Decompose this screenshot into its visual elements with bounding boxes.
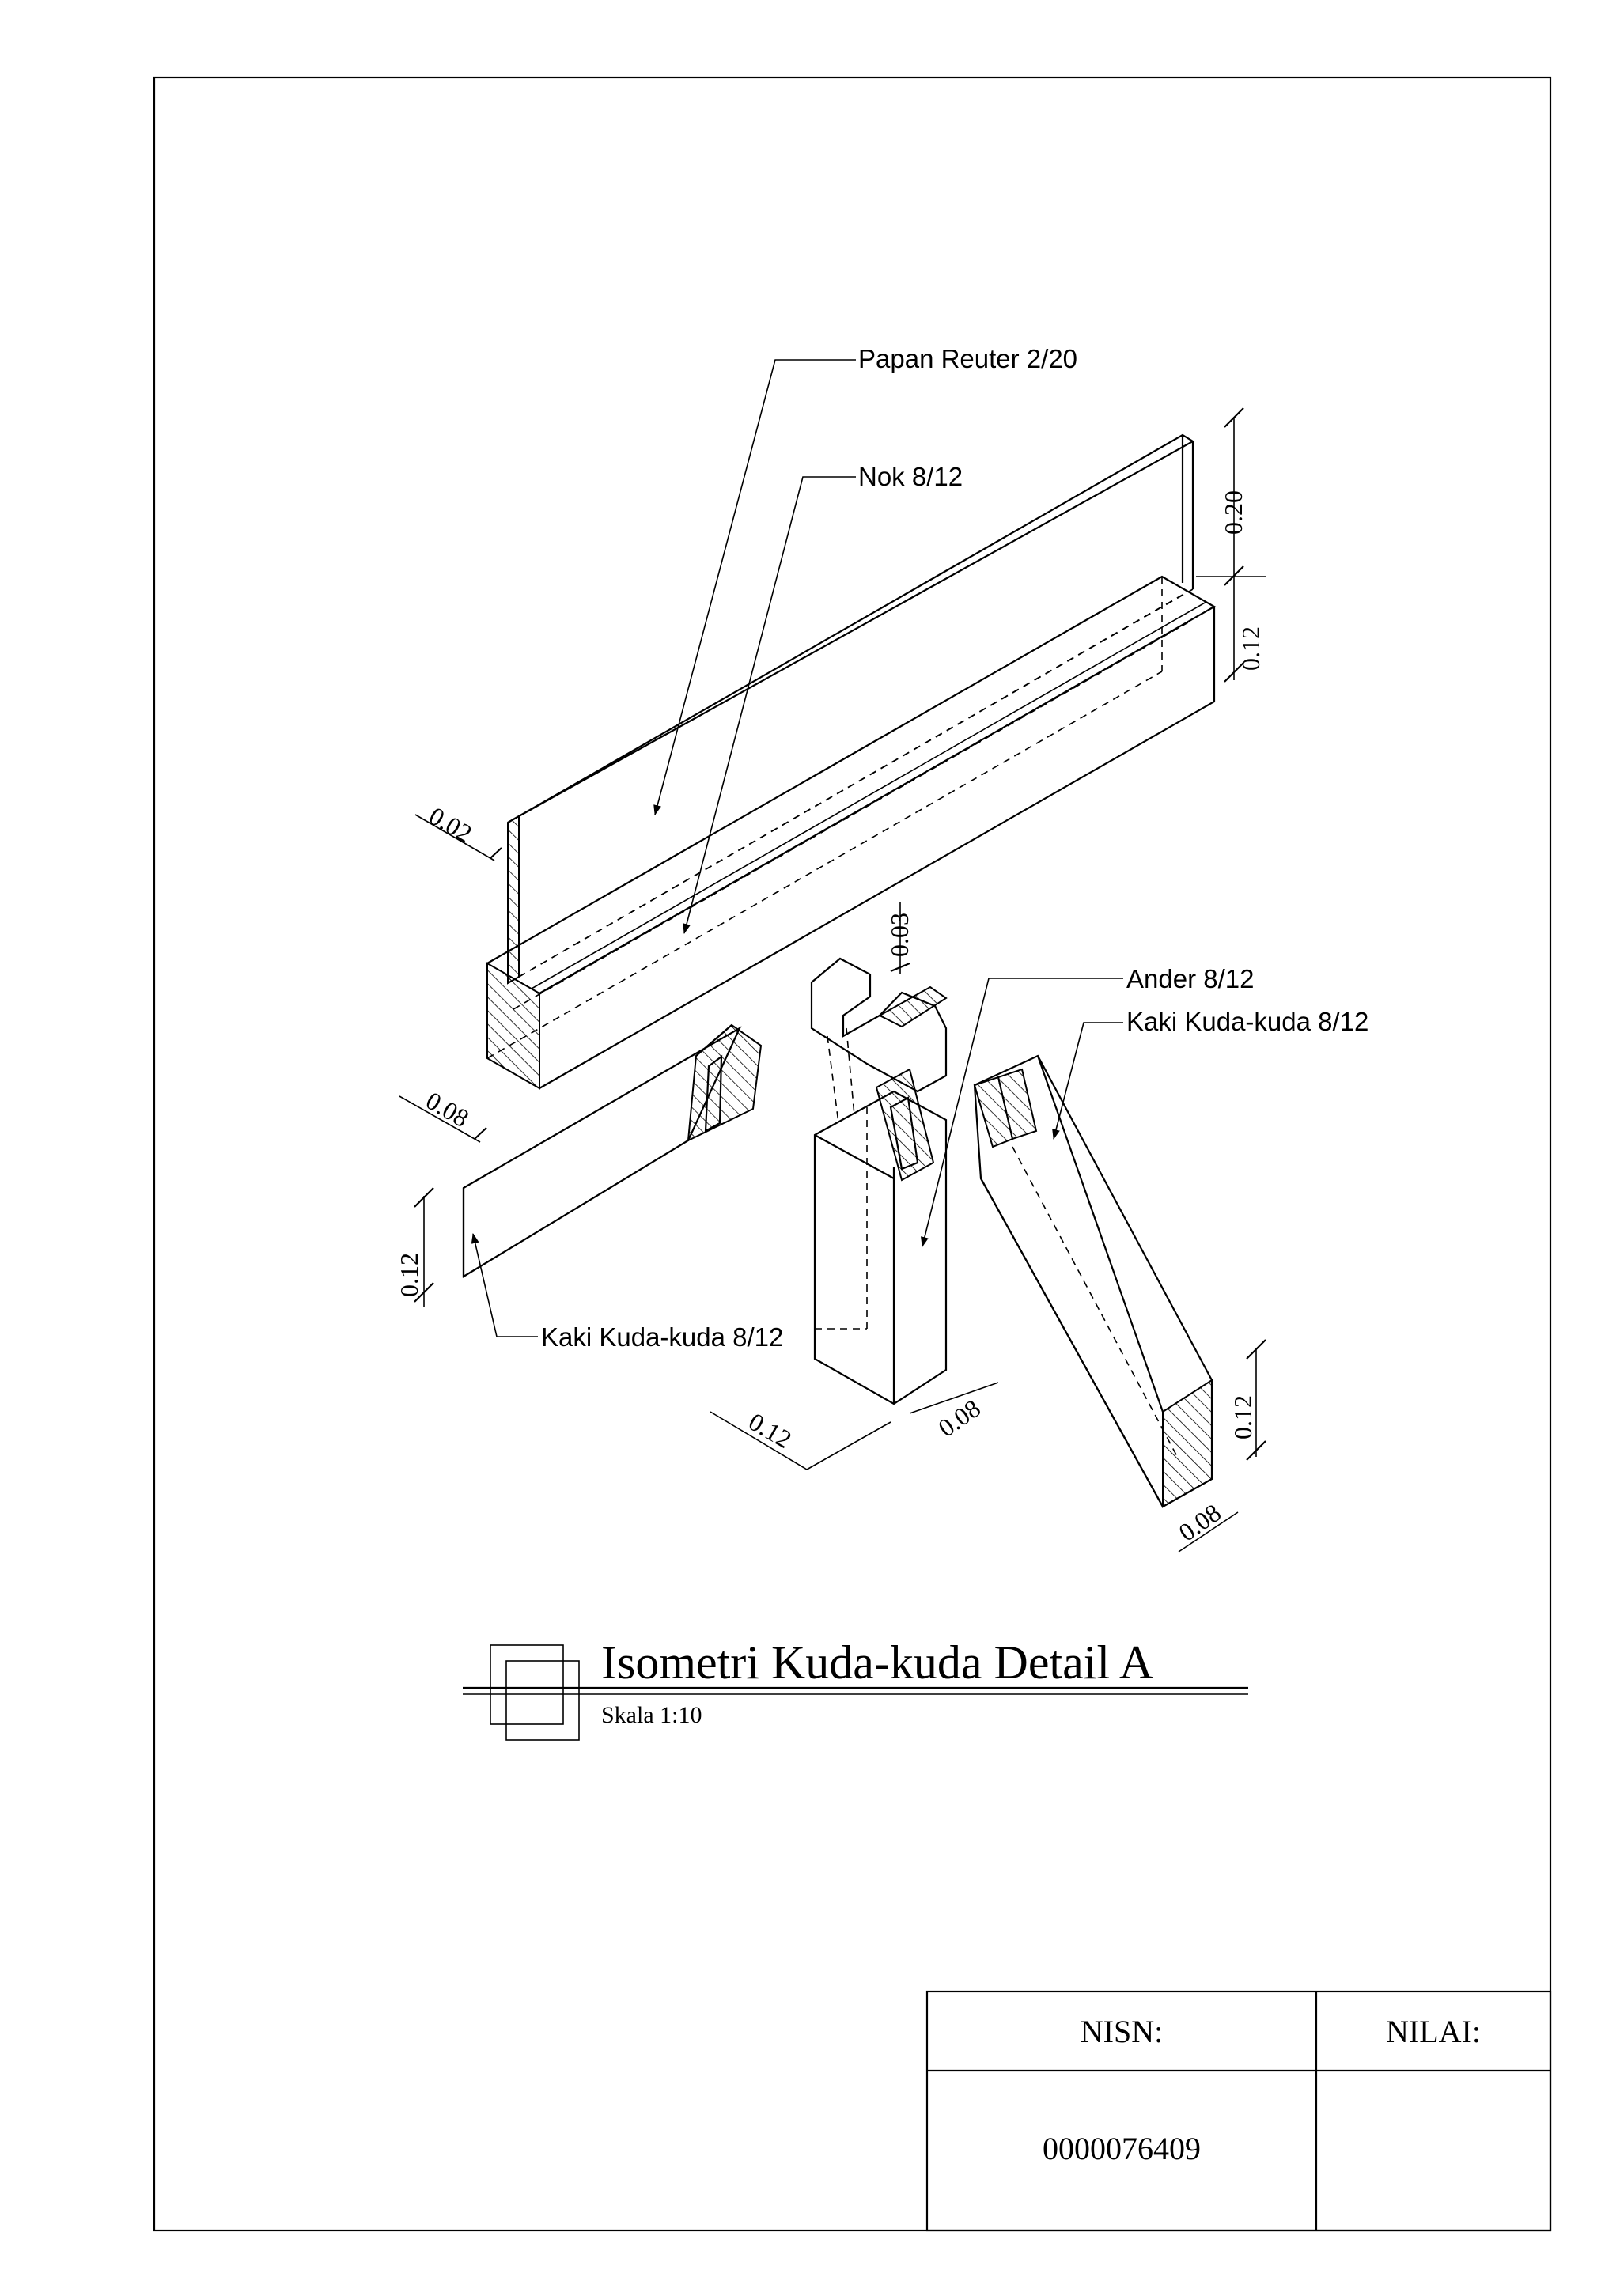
nok-beam bbox=[486, 575, 1217, 1090]
drawing-title: Isometri Kuda-kuda Detail A bbox=[601, 1636, 1153, 1689]
info-table: NISN: NILAI: 0000076409 bbox=[925, 1990, 1552, 2232]
dim-ander-depth: 0.08 bbox=[933, 1394, 986, 1443]
label-papan-reuter: Papan Reuter 2/20 bbox=[858, 344, 1077, 373]
nisn-label: NISN: bbox=[1081, 2014, 1163, 2049]
dimension-lines bbox=[399, 407, 1266, 1553]
nilai-label: NILAI: bbox=[1386, 2014, 1481, 2049]
sheet-border bbox=[153, 76, 1552, 2232]
label-kaki-left: Kaki Kuda-kuda 8/12 bbox=[541, 1322, 783, 1352]
label-kaki-right: Kaki Kuda-kuda 8/12 bbox=[1126, 1007, 1368, 1036]
dim-kaki-right-width: 0.08 bbox=[1173, 1498, 1226, 1547]
dim-kaki-left-height: 0.12 bbox=[395, 1253, 423, 1297]
dim-ander-width: 0.12 bbox=[744, 1407, 797, 1454]
dim-nok-height: 0.12 bbox=[1236, 626, 1265, 671]
ander-post bbox=[810, 957, 948, 1405]
kaki-kuda-kuda-left bbox=[462, 1023, 763, 1278]
leaders bbox=[471, 359, 1123, 1337]
title-block: Isometri Kuda-kuda Detail A Skala 1:10 bbox=[463, 1636, 1248, 1741]
label-nok: Nok 8/12 bbox=[858, 462, 963, 491]
kaki-kuda-kuda-right bbox=[973, 1054, 1213, 1508]
dim-nok-width: 0.08 bbox=[422, 1086, 474, 1133]
papan-reuter-board bbox=[507, 433, 1195, 985]
dim-notch-depth: 0.03 bbox=[885, 913, 914, 957]
nisn-value: 0000076409 bbox=[1043, 2131, 1201, 2166]
label-ander: Ander 8/12 bbox=[1126, 964, 1254, 993]
dim-papan-height: 0.20 bbox=[1219, 490, 1247, 535]
dim-kaki-right-height: 0.12 bbox=[1228, 1395, 1257, 1439]
drawing-scale: Skala 1:10 bbox=[601, 1702, 702, 1728]
dim-papan-thickness: 0.02 bbox=[425, 801, 477, 848]
